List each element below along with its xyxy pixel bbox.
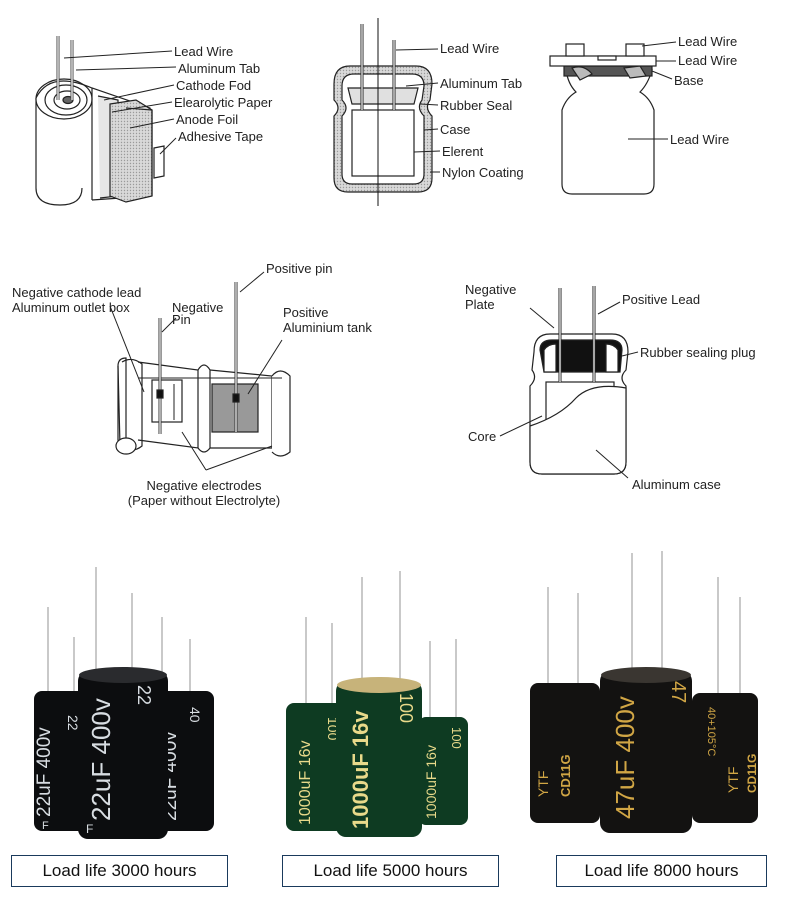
label-case: Case [440, 122, 470, 137]
marking: 1000uF 16v [423, 745, 439, 819]
marking-series: CD11G [558, 754, 573, 797]
marking: 1000uF 16v [297, 740, 314, 825]
sleeve [418, 717, 468, 825]
cross-section-labels: Lead Wire Aluminum Tab Rubber Seal Case … [440, 41, 524, 180]
base-view-diagram [549, 43, 657, 195]
sleeve [336, 681, 422, 837]
label-pin: Pin [172, 312, 191, 327]
capacitor-center: 47 47uF 400v [600, 667, 692, 833]
sleeve [692, 693, 758, 823]
electrode-labels: Positive pin Negative cathode lead Alumi… [12, 261, 372, 508]
capacitor-center: 22 22uF 400v F [78, 667, 168, 839]
caption-load-life-8000: Load life 8000 hours [556, 855, 767, 887]
label-element: Elerent [442, 144, 484, 159]
winding-diagram [35, 36, 177, 206]
marking: 1000uF 16v [348, 710, 373, 829]
structure-diagram [529, 286, 629, 475]
marking-foot: F [86, 822, 93, 836]
caption-load-life-3000: Load life 3000 hours [11, 855, 228, 887]
electrode-diagram [109, 271, 291, 471]
marking: 22uF 400v [86, 698, 116, 821]
capacitor-leads [305, 571, 457, 717]
product-photo-8000h: YTF CD11G 40+105°C YTF CD11G 47 47uF 400… [530, 551, 759, 833]
label-positive-lead: Positive Lead [622, 292, 700, 307]
label-negative-cathode-lead: Negative cathode lead [12, 285, 141, 300]
label-core: Core [468, 429, 496, 444]
structure-labels: Negative Plate Positive Lead Rubber seal… [465, 282, 756, 492]
marking-cap: 47 [667, 681, 689, 703]
structure-leaders [499, 301, 639, 479]
label-base: Base [674, 73, 704, 88]
sleeve [78, 671, 168, 839]
label-lead-wire-3: Lead Wire [670, 132, 729, 147]
marking-brand: YTF [535, 771, 551, 797]
capacitor-right: 100 1000uF 16v [418, 717, 468, 825]
marking-cap: 100 [449, 727, 464, 749]
label-anode-foil: Anode Foil [176, 112, 238, 127]
marking: 47uF 400v [610, 696, 640, 819]
label-electrolytic-paper: Elearolytic Paper [174, 95, 273, 110]
capacitor-center: 100 1000uF 16v [336, 677, 422, 837]
label-aluminum-tab: Aluminum Tab [440, 76, 522, 91]
label-lead-wire: Lead Wire [174, 44, 233, 59]
label-negative: Negative [465, 282, 516, 297]
label-negative: Negative [172, 300, 223, 315]
label-aluminum-outlet-box: Aluminum outlet box [12, 300, 130, 315]
sleeve [286, 703, 344, 831]
marking-foot: F [42, 820, 49, 832]
sleeve [154, 691, 214, 831]
label-positive: Positive [283, 305, 329, 320]
structure-diagrams: Lead Wire Aluminum Tab Cathode Fod Elear… [12, 18, 756, 508]
label-lead-wire-1: Lead Wire [678, 34, 737, 49]
label-lead-wire: Lead Wire [440, 41, 499, 56]
marking-series: CD11G [745, 754, 759, 793]
base-view-leaders [628, 41, 677, 140]
label-rubber-sealing-plug: Rubber sealing plug [640, 345, 756, 360]
label-nylon-coating: Nylon Coating [442, 165, 524, 180]
capacitor-left: 100 1000uF 16v [286, 703, 344, 831]
label-plate: Plate [465, 297, 495, 312]
product-photo-5000h: 100 1000uF 16v 100 1000uF 16v 100 1000uF… [286, 571, 468, 837]
base-view-labels: Lead Wire Lead Wire Base Lead Wire [670, 34, 737, 147]
label-paper-note: (Paper without Electrolyte) [128, 493, 280, 508]
sleeve [600, 671, 692, 833]
caption-load-life-5000: Load life 5000 hours [282, 855, 499, 887]
winding-labels: Lead Wire Aluminum Tab Cathode Fod Elear… [174, 44, 273, 144]
label-aluminum-case: Aluminum case [632, 477, 721, 492]
label-aluminium-tank: Aluminium tank [283, 320, 372, 335]
marking-cap: 22 [134, 685, 154, 705]
label-lead-wire-2: Lead Wire [678, 53, 737, 68]
label-negative-electrodes: Negative electrodes [147, 478, 262, 493]
marking-cap: 40+105°C [705, 707, 717, 756]
sleeve [530, 683, 600, 823]
cross-section-diagram [333, 18, 433, 206]
marking-cap: 100 [396, 693, 416, 723]
product-photo-3000h: 22 22uF 400v F 40 22uF 400v 22 22uF 400v… [34, 567, 214, 839]
capacitor-right: 40+105°C YTF CD11G [692, 693, 759, 823]
label-rubber-seal: Rubber Seal [440, 98, 512, 113]
sleeve [34, 691, 92, 831]
cross-section-leaders [395, 48, 441, 173]
capacitor-leads [547, 551, 741, 697]
marking-brand: YTF [725, 767, 741, 793]
label-cathode-foil: Cathode Fod [176, 78, 251, 93]
label-positive-pin: Positive pin [266, 261, 332, 276]
marking-cap: 22 [65, 715, 81, 731]
capacitor-left: 22 22uF 400v F [34, 691, 92, 832]
label-adhesive-tape: Adhesive Tape [178, 129, 263, 144]
marking-cap: 40 [187, 707, 203, 723]
marking: 22uF 400v [34, 727, 55, 817]
capacitor-left: YTF CD11G [530, 683, 600, 823]
label-aluminum-tab: Aluminum Tab [178, 61, 260, 76]
